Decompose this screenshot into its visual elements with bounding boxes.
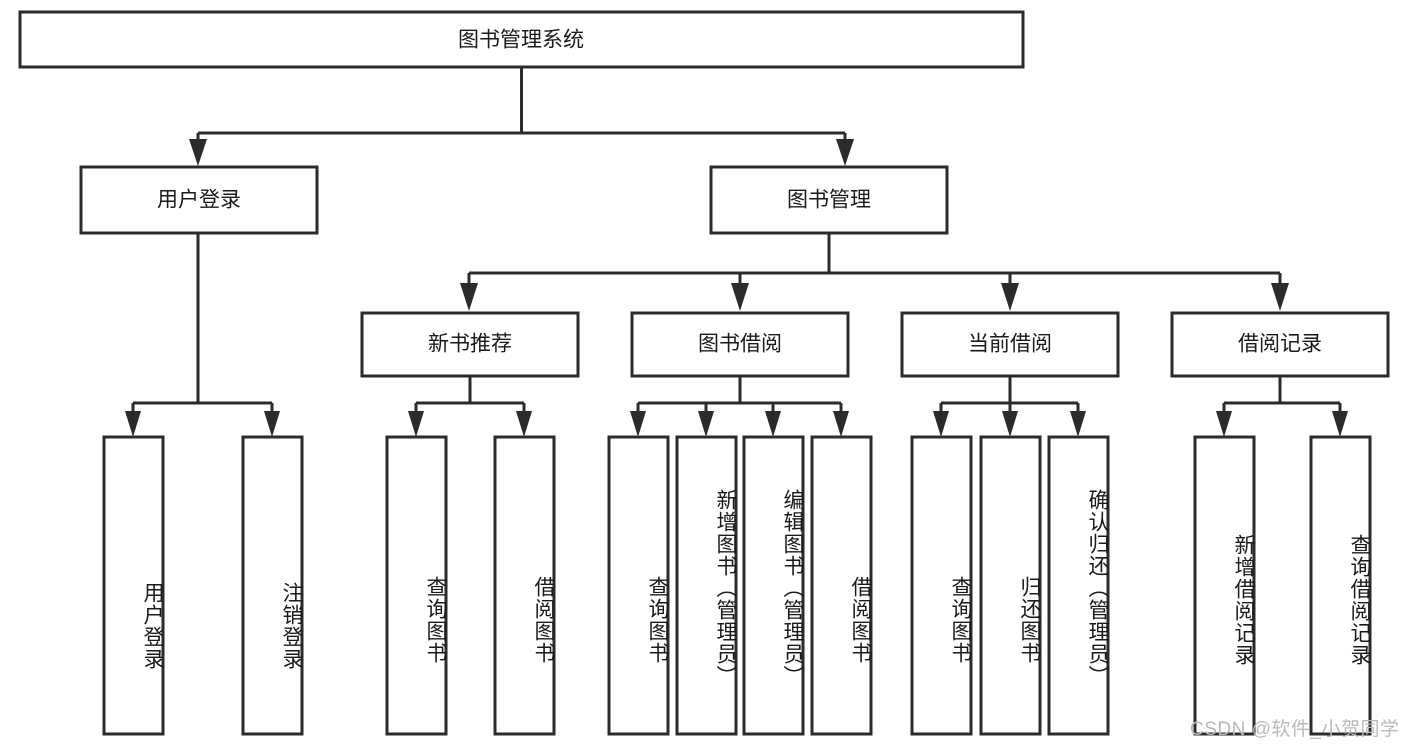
node-user-login[interactable]: 用户登录 <box>79 165 319 235</box>
arrow-head-leaf-bb-1 <box>698 411 714 437</box>
node-book-manage-label: 图书管理 <box>787 189 871 212</box>
arrow-head-leaf-nb-0 <box>408 411 424 437</box>
leaf-box-group-book-borrow <box>607 435 873 736</box>
node-root-box[interactable] <box>18 10 1025 69</box>
arrow-head-leaf-cb-0 <box>933 411 949 437</box>
node-borrow-record-label: 借阅记录 <box>1238 333 1322 356</box>
connector-group-currentborrow-to-leaves <box>933 376 1086 437</box>
connector-group-borrowrecord-to-leaves <box>1216 376 1348 437</box>
node-book-manage-box[interactable] <box>709 165 949 235</box>
connector-group-booksmanage-to-level3 <box>460 233 1289 311</box>
leaf-box-borrow-record-1[interactable] <box>1309 435 1372 736</box>
node-root[interactable]: 图书管理系统 <box>18 10 1025 69</box>
leaf-box-group-new-book <box>385 435 556 736</box>
arrow-head-leaf-br-0 <box>1216 411 1232 437</box>
node-book-borrow[interactable]: 图书借阅 <box>630 311 850 378</box>
leaf-box-user-login-1[interactable] <box>241 435 304 736</box>
arrow-head-leaf-bb-2 <box>765 411 781 437</box>
arrow-head-user-login <box>189 139 207 166</box>
node-borrow-record[interactable]: 借阅记录 <box>1170 311 1390 378</box>
leaf-box-group-user-login <box>102 435 304 736</box>
leaf-box-current-borrow-1[interactable] <box>979 435 1042 736</box>
arrow-head-leaf-bb-0 <box>630 411 646 437</box>
arrow-head-leaf-nb-1 <box>516 411 532 437</box>
arrow-head-new-book <box>460 283 478 311</box>
node-new-book-recommend[interactable]: 新书推荐 <box>360 311 580 378</box>
node-new-book-recommend-box[interactable] <box>360 311 580 378</box>
leaf-box-book-borrow-1[interactable] <box>675 435 738 736</box>
arrow-head-book-manage <box>836 139 854 166</box>
node-current-borrow-label: 当前借阅 <box>968 333 1052 356</box>
leaf-box-book-borrow-2[interactable] <box>742 435 805 736</box>
leaf-box-borrow-record-0[interactable] <box>1193 435 1256 736</box>
arrow-head-book-borrow <box>731 283 749 311</box>
leaf-box-user-login-0[interactable] <box>102 435 165 736</box>
leaf-box-current-borrow-0[interactable] <box>910 435 973 736</box>
node-root-label: 图书管理系统 <box>458 29 584 52</box>
connector-group-userlogin-to-leaves <box>125 233 280 437</box>
leaf-box-current-borrow-2[interactable] <box>1047 435 1110 736</box>
node-book-borrow-box[interactable] <box>630 311 850 378</box>
arrow-head-leaf-cb-2 <box>1070 411 1086 437</box>
leaf-box-new-book-1[interactable] <box>493 435 556 736</box>
csdn-watermark: CSDN @软件_小贺同学 <box>1190 719 1400 740</box>
connector-group-newbook-to-leaves <box>408 376 532 437</box>
arrow-head-leaf-br-1 <box>1332 411 1348 437</box>
node-borrow-record-box[interactable] <box>1170 311 1390 378</box>
leaf-box-book-borrow-0[interactable] <box>607 435 670 736</box>
leaf-box-book-borrow-3[interactable] <box>810 435 873 736</box>
arrow-head-leaf-bb-3 <box>833 411 849 437</box>
node-book-borrow-label: 图书借阅 <box>698 333 782 356</box>
node-user-login-box[interactable] <box>79 165 319 235</box>
node-user-login-label: 用户登录 <box>157 189 241 212</box>
connector-group-root-to-level2 <box>189 68 854 166</box>
arrow-head-leaf-ul-1 <box>264 411 280 437</box>
arrow-head-leaf-ul-0 <box>125 411 141 437</box>
leaf-box-new-book-0[interactable] <box>385 435 448 736</box>
node-current-borrow-box[interactable] <box>900 311 1120 378</box>
arrow-head-leaf-cb-1 <box>1002 411 1018 437</box>
connector-group-bookborrow-to-leaves <box>630 376 849 437</box>
node-book-manage[interactable]: 图书管理 <box>709 165 949 235</box>
node-current-borrow[interactable]: 当前借阅 <box>900 311 1120 378</box>
node-new-book-recommend-label: 新书推荐 <box>428 333 512 356</box>
arrow-head-current-borrow <box>1001 283 1019 311</box>
leaf-box-group-current-borrow <box>910 435 1110 736</box>
arrow-head-borrow-record <box>1271 283 1289 311</box>
leaf-box-group-borrow-record <box>1193 435 1372 736</box>
